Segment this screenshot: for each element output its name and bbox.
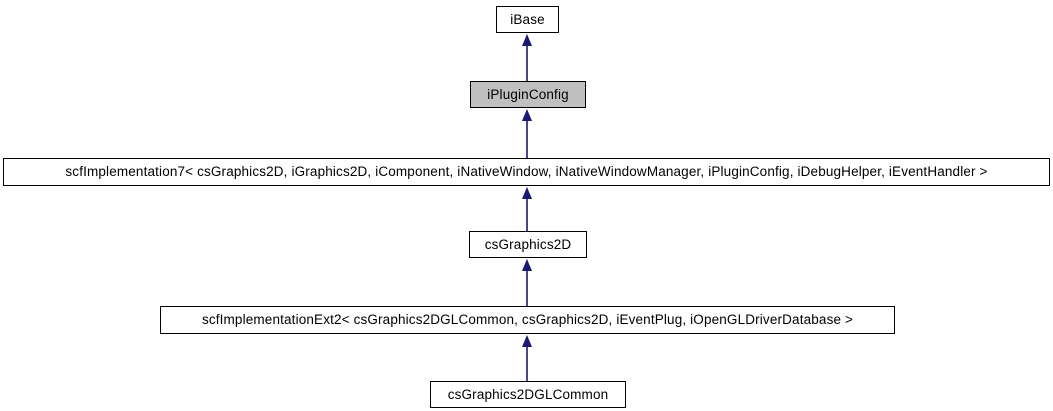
class-node-label: scfImplementation7< csGraphics2D, iGraph… bbox=[65, 164, 988, 180]
arrowhead-up-icon bbox=[522, 109, 532, 121]
class-node-label: csGraphics2D bbox=[484, 236, 572, 252]
class-node-scfimplementation7[interactable]: scfImplementation7< csGraphics2D, iGraph… bbox=[3, 158, 1050, 186]
class-node-label: iBase bbox=[510, 11, 545, 27]
arrowhead-up-icon bbox=[522, 34, 532, 46]
arrowhead-up-icon bbox=[522, 187, 532, 199]
inheritance-edge bbox=[522, 34, 532, 81]
inheritance-edge bbox=[522, 335, 532, 381]
class-node-label: scfImplementationExt2< csGraphics2DGLCom… bbox=[201, 312, 854, 328]
class-node-label: csGraphics2DGLCommon bbox=[447, 386, 609, 402]
arrowhead-up-icon bbox=[522, 259, 532, 271]
inheritance-edge bbox=[522, 187, 532, 231]
inheritance-edge bbox=[522, 259, 532, 306]
class-node-label: iPluginConfig bbox=[487, 86, 569, 102]
class-node-scfimplementationext2[interactable]: scfImplementationExt2< csGraphics2DGLCom… bbox=[160, 306, 895, 334]
class-node-csgraphics2dglcommon[interactable]: csGraphics2DGLCommon bbox=[430, 381, 626, 408]
arrowhead-up-icon bbox=[522, 335, 532, 347]
class-node-csgraphics2d[interactable]: csGraphics2D bbox=[469, 231, 587, 258]
class-node-ibase[interactable]: iBase bbox=[496, 6, 559, 33]
inheritance-edge bbox=[522, 109, 532, 158]
class-node-ipluginconfig[interactable]: iPluginConfig bbox=[470, 81, 586, 108]
